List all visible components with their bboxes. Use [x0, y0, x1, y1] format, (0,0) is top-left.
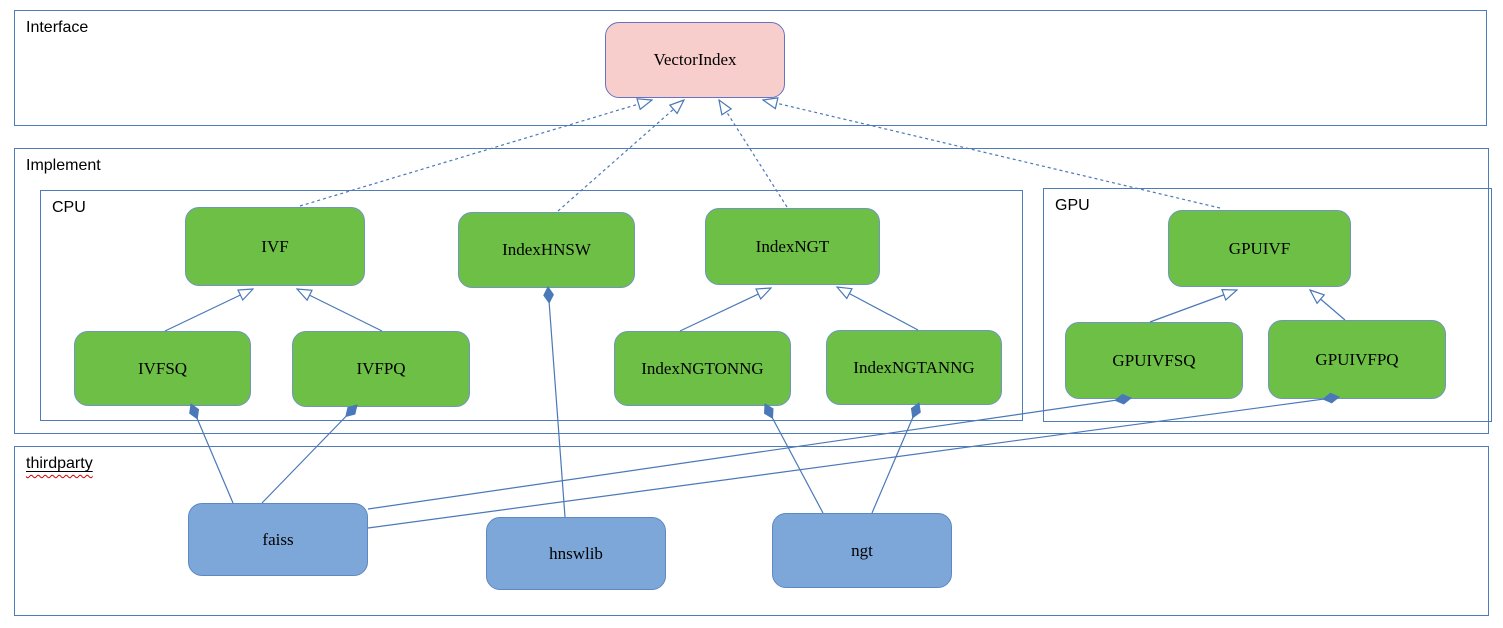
node-ivfpq[interactable]: IVFPQ: [292, 331, 470, 407]
node-ngt[interactable]: ngt: [772, 513, 952, 588]
node-label: IVF: [261, 236, 289, 256]
node-label: IndexHNSW: [502, 240, 591, 259]
node-label: faiss: [262, 529, 294, 549]
node-label: IndexNGTONNG: [641, 358, 764, 378]
section-label-text: GPU: [1055, 197, 1090, 214]
section-label-text: thirdparty: [26, 455, 93, 472]
node-label: hnswlib: [549, 543, 603, 563]
node-indexngtanng[interactable]: IndexNGTANNG: [826, 330, 1002, 405]
node-hnswlib[interactable]: hnswlib: [486, 517, 666, 590]
section-label-text: Interface: [26, 19, 89, 36]
node-label: IVFPQ: [356, 359, 406, 378]
section-label-implement: Implement: [26, 156, 101, 175]
section-label-text: CPU: [52, 199, 86, 216]
node-label: GPUIVFSQ: [1112, 350, 1196, 370]
node-indexhnsw[interactable]: IndexHNSW: [458, 212, 635, 288]
node-faiss[interactable]: faiss: [188, 503, 368, 576]
node-label: GPUIVF: [1228, 238, 1291, 258]
node-gpuivfpq[interactable]: GPUIVFPQ: [1268, 320, 1446, 399]
node-ivfsq[interactable]: IVFSQ: [74, 331, 251, 406]
node-gpuivf[interactable]: GPUIVF: [1168, 210, 1351, 287]
node-ivf[interactable]: IVF: [185, 207, 365, 286]
node-label: IVFSQ: [137, 358, 188, 378]
node-label: ngt: [851, 540, 873, 560]
node-label: IndexNGTANNG: [853, 357, 975, 377]
node-vectorindex[interactable]: VectorIndex: [605, 22, 785, 98]
section-label-cpu: CPU: [52, 198, 86, 217]
section-label-thirdparty: thirdparty: [26, 454, 93, 473]
node-gpuivfsq[interactable]: GPUIVFSQ: [1065, 322, 1243, 399]
node-indexngtonng[interactable]: IndexNGTONNG: [614, 331, 791, 406]
node-label: GPUIVFPQ: [1315, 349, 1399, 369]
node-label: IndexNGT: [755, 236, 830, 256]
section-label-text: Implement: [26, 157, 101, 174]
node-label: VectorIndex: [653, 50, 737, 69]
section-label-gpu: GPU: [1055, 196, 1090, 215]
section-label-interface: Interface: [26, 18, 88, 37]
node-indexngt[interactable]: IndexNGT: [705, 208, 880, 285]
